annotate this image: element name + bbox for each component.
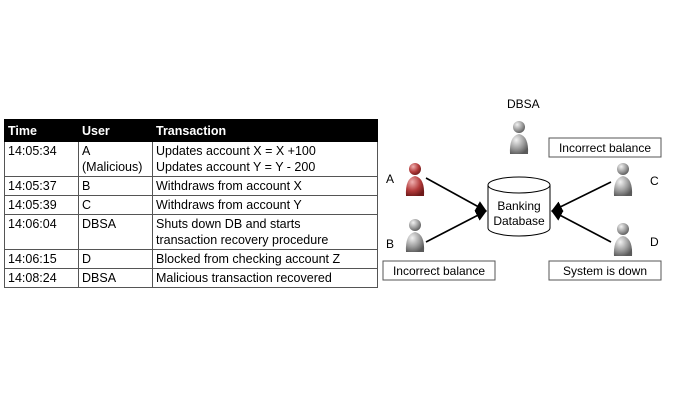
cell-user-line: (Malicious): [82, 160, 143, 174]
database-label-line1: Banking: [497, 199, 540, 213]
incorrect-balance-top-label: Incorrect balance: [559, 141, 651, 155]
user-b-label: B: [386, 237, 394, 251]
cell-transaction-line: transaction recovery procedure: [156, 233, 329, 247]
cell-user: DBSA: [78, 214, 153, 250]
cell-transaction-line: Shuts down DB and starts: [156, 217, 301, 231]
cell-user: DBSA: [78, 268, 153, 288]
user-b-icon: [405, 219, 425, 252]
arrow-b-to-db: [425, 210, 487, 243]
cell-time: 14:06:04: [4, 214, 79, 250]
cell-transaction-line: Updates account Y = Y - 200: [156, 160, 316, 174]
cell-user-line: DBSA: [82, 271, 117, 285]
incorrect-balance-box-bottom: [382, 260, 496, 281]
cell-transaction-line: Blocked from checking account Z: [156, 252, 341, 266]
database-label-line2: Database: [493, 214, 545, 228]
header-transaction: Transaction: [152, 119, 378, 142]
system-down-box: [548, 260, 662, 281]
incorrect-balance-box-top: [548, 137, 662, 158]
arrow-c-to-db: [550, 181, 612, 212]
dbsa-user-icon: [509, 121, 529, 154]
database-cylinder-icon: [487, 176, 551, 237]
cell-time: 14:08:24: [4, 268, 79, 288]
cell-transaction: Withdraws from account X: [152, 176, 378, 196]
user-a-malicious-icon: [405, 163, 425, 196]
cell-transaction: Malicious transaction recovered: [152, 268, 378, 288]
table-header-row: Time User Transaction: [4, 119, 378, 142]
user-d-label: D: [650, 235, 659, 249]
cell-transaction: Shuts down DB and starts transaction reco…: [152, 214, 378, 250]
cell-user: D: [78, 249, 153, 269]
cell-user-line: A: [82, 144, 91, 158]
cell-time: 14:05:39: [4, 195, 79, 215]
arrow-d-to-db: [551, 210, 612, 243]
banking-diagram: DBSA A B C D Banking Database Incorrect …: [382, 97, 662, 281]
cell-user-line: D: [82, 252, 92, 266]
cell-user-line: C: [82, 198, 92, 212]
dbsa-label: DBSA: [507, 97, 540, 111]
cell-time: 14:05:34: [4, 141, 79, 177]
cell-transaction-line: Withdraws from account Y: [156, 198, 302, 212]
user-c-label: C: [650, 174, 659, 188]
cell-transaction-line: Withdraws from account X: [156, 179, 302, 193]
cell-user: C: [78, 195, 153, 215]
header-user: User: [78, 119, 153, 142]
system-down-label: System is down: [563, 264, 647, 278]
cell-time: 14:05:37: [4, 176, 79, 196]
user-d-icon: [613, 223, 633, 256]
cell-time: 14:06:15: [4, 249, 79, 269]
user-c-icon: [613, 163, 633, 196]
cell-transaction-line: Malicious transaction recovered: [156, 271, 332, 285]
cell-user: A (Malicious): [78, 141, 153, 177]
cell-transaction: Withdraws from account Y: [152, 195, 378, 215]
header-time: Time: [4, 119, 79, 142]
cell-user-line: DBSA: [82, 217, 117, 231]
cell-transaction: Blocked from checking account Z: [152, 249, 378, 269]
incorrect-balance-bottom-label: Incorrect balance: [393, 264, 485, 278]
cell-user-line: B: [82, 179, 91, 193]
cell-user: B: [78, 176, 153, 196]
arrow-a-to-db: [425, 177, 487, 212]
cell-transaction-line: Updates account X = X +100: [156, 144, 316, 158]
user-a-label: A: [386, 172, 394, 186]
